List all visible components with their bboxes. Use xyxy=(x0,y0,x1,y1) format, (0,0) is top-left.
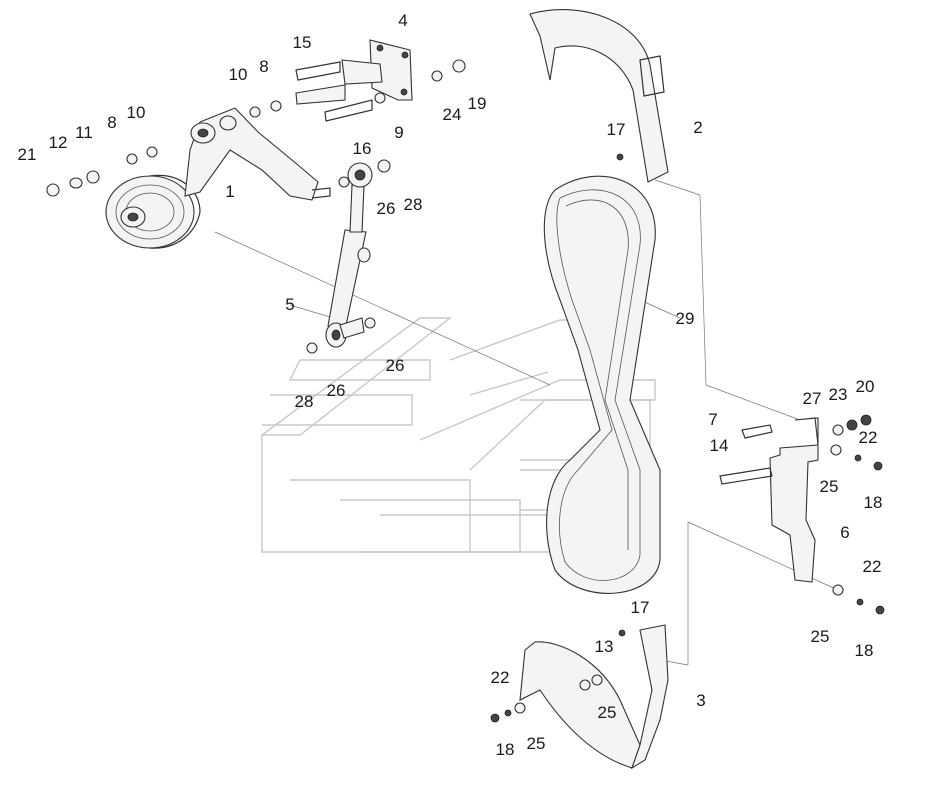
tensioner-pulley xyxy=(105,174,201,249)
part-number-label: 26 xyxy=(377,199,396,218)
part-number-label: 11 xyxy=(75,123,93,142)
part-number-label: 25 xyxy=(811,627,830,646)
part-number-label: 20 xyxy=(856,377,875,396)
part-number-label: 25 xyxy=(598,703,617,722)
part-number-label: 22 xyxy=(491,668,510,687)
part-number-label: 17 xyxy=(631,598,650,617)
fasteners-top xyxy=(46,59,466,197)
part-number-label: 29 xyxy=(676,309,695,328)
part-number-label: 14 xyxy=(710,436,729,455)
part-number-label: 5 xyxy=(285,295,294,314)
part-number-label: 25 xyxy=(527,734,546,753)
part-number-label: 28 xyxy=(295,392,314,411)
part-number-label: 22 xyxy=(863,557,882,576)
part-number-label: 15 xyxy=(293,33,312,52)
part-number-label: 8 xyxy=(107,113,116,132)
part-number-label: 21 xyxy=(18,145,37,164)
part-number-label: 4 xyxy=(398,11,407,30)
part-number-label: 16 xyxy=(353,139,372,158)
part-number-label: 24 xyxy=(443,105,462,124)
part-number-label: 23 xyxy=(829,385,848,404)
part-number-label: 6 xyxy=(840,523,849,542)
part-number-label: 2 xyxy=(693,118,702,137)
part-number-label: 7 xyxy=(708,410,717,429)
belt-guard-lower xyxy=(490,624,669,770)
part-number-label: 26 xyxy=(327,381,346,400)
part-number-label: 1 xyxy=(225,182,234,201)
part-number-label: 13 xyxy=(595,637,614,656)
part-number-label: 9 xyxy=(394,123,403,142)
part-number-label: 18 xyxy=(855,641,874,660)
part-number-label: 26 xyxy=(386,356,405,375)
part-number-label: 10 xyxy=(229,65,248,84)
tensioner-lever xyxy=(184,107,331,201)
leader-lines xyxy=(214,179,839,666)
spindle-bracket xyxy=(295,39,413,122)
part-labels: 1234567889101011121314151617171818181920… xyxy=(18,11,883,759)
part-number-label: 27 xyxy=(803,389,822,408)
drive-belt xyxy=(543,175,661,594)
part-number-label: 22 xyxy=(859,428,878,447)
mounting-bracket xyxy=(719,414,885,615)
part-number-label: 25 xyxy=(820,477,839,496)
part-number-label: 3 xyxy=(696,691,705,710)
belt-guard-upper xyxy=(529,9,669,183)
part-number-label: 12 xyxy=(49,133,68,152)
part-number-label: 19 xyxy=(468,94,487,113)
part-number-label: 18 xyxy=(496,740,515,759)
tensioner-cylinder xyxy=(306,162,376,354)
part-number-label: 10 xyxy=(127,103,146,122)
part-number-label: 8 xyxy=(259,57,268,76)
part-number-label: 17 xyxy=(607,120,626,139)
watermark-logo xyxy=(259,317,656,553)
part-number-label: 18 xyxy=(864,493,883,512)
part-number-label: 28 xyxy=(404,195,423,214)
